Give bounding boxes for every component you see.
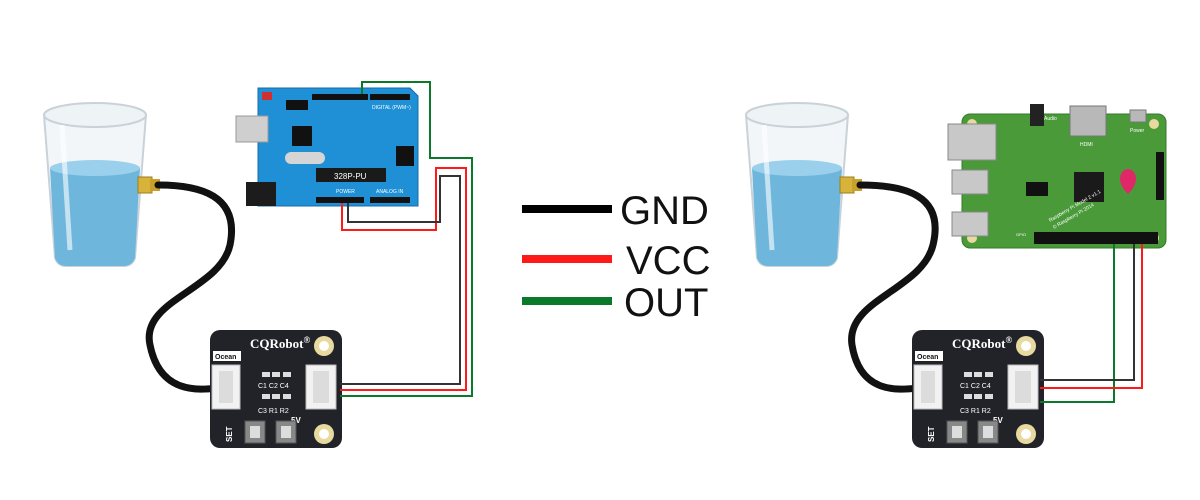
module-tag: Ocean (215, 354, 236, 361)
module-brand: CQRobot (952, 336, 1006, 351)
rpi-gnd-wire (1040, 244, 1135, 381)
rpi-wires (1040, 244, 1143, 403)
rpi-out-wire (1040, 244, 1115, 403)
arduino-vcc-wire (340, 167, 467, 391)
module-components-bottom: C3 R1 R2 (960, 408, 991, 415)
wire-legend: GND VCC OUT (522, 189, 710, 325)
left-water-glass (42, 102, 148, 267)
left-sensor-module: CQRobot® Ocean C1 C2 C4 C3 R1 R2 5V SET (210, 330, 342, 448)
module-registered: ® (1005, 335, 1012, 345)
left-sensor-cable (145, 181, 235, 393)
legend-item-out: OUT (522, 281, 708, 325)
module-tag: Ocean (917, 354, 938, 361)
rpi-audio-label: Audio (1044, 116, 1057, 122)
module-set-label: SET (225, 426, 234, 442)
module-brand: CQRobot (250, 336, 304, 351)
arduino-board: DIGITAL (PWM~) 328P-PU POWER ANALOG IN (235, 87, 419, 207)
module-set-label: SET (927, 426, 936, 442)
rpi-vcc-wire (1040, 244, 1143, 389)
rpi-power-label: Power (1130, 128, 1145, 134)
right-sensor-cable (848, 181, 939, 393)
arduino-digital-label: DIGITAL (PWM~) (372, 105, 411, 111)
right-water-glass (744, 102, 850, 267)
svg-text:CQRobot®: CQRobot® (250, 335, 310, 351)
legend-label-vcc: VCC (626, 239, 710, 283)
arduino-gnd-wire (340, 175, 461, 385)
legend-item-vcc: VCC (522, 239, 710, 283)
raspberry-pi-board: HDMI Power Audio Raspberry Pi Model 2 v1… (947, 104, 1167, 249)
arduino-chip-label: 328P-PU (334, 172, 367, 181)
rpi-gpio-label: GPIO (1016, 232, 1026, 237)
svg-text:CQRobot®: CQRobot® (952, 335, 1012, 351)
arduino-wires (340, 81, 473, 397)
legend-item-gnd: GND (522, 189, 709, 233)
rpi-hdmi-label: HDMI (1080, 142, 1093, 148)
legend-label-gnd: GND (620, 189, 709, 233)
right-sensor-module: CQRobot® Ocean C1 C2 C4 C3 R1 R2 5V SET (912, 330, 1044, 448)
module-components-top: C1 C2 C4 (960, 383, 991, 390)
legend-label-out: OUT (624, 281, 708, 325)
arduino-analog-label: ANALOG IN (376, 189, 404, 195)
module-components-bottom: C3 R1 R2 (258, 408, 289, 415)
module-components-top: C1 C2 C4 (258, 383, 289, 390)
module-registered: ® (303, 335, 310, 345)
arduino-power-label: POWER (336, 189, 355, 195)
arduino-out-wire (340, 81, 473, 397)
